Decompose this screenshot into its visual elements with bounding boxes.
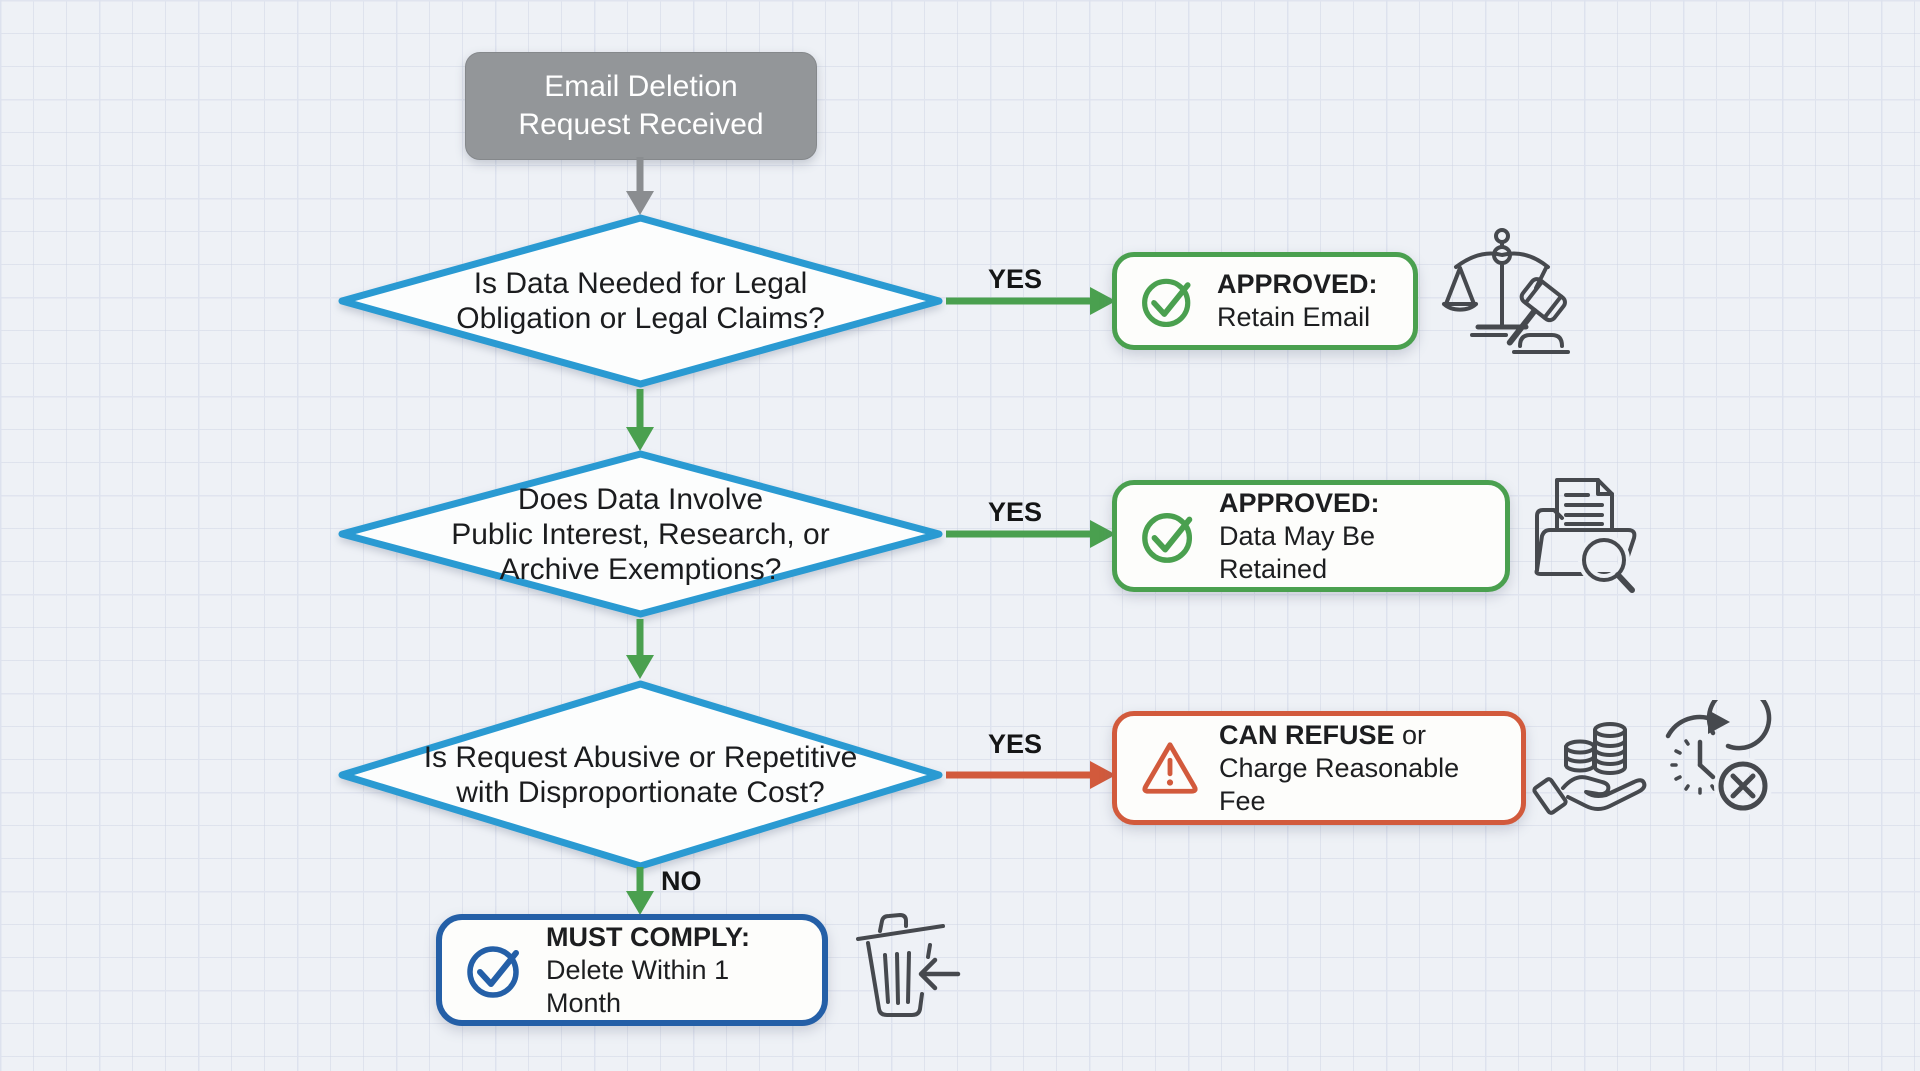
outcome-subtitle: Charge Reasonable Fee [1219, 752, 1460, 816]
outcome-title: APPROVED: [1217, 269, 1378, 299]
outcome-approved-retain-email: APPROVED: Retain Email [1112, 252, 1418, 350]
decision2-line2: Public Interest, Research, or [451, 517, 830, 551]
arrow-decision2-no-down [626, 619, 654, 679]
outcome-subtitle: Retain Email [1217, 302, 1371, 332]
decision3-line2: with Disproportionate Cost? [456, 776, 825, 809]
outcome-title: MUST COMPLY: [546, 921, 751, 952]
outcome-must-comply: MUST COMPLY: Delete Within 1 Month [436, 914, 828, 1026]
coins-hand-icon [1532, 722, 1647, 815]
check-circle-icon [1139, 505, 1201, 567]
start-node-line1: Email Deletion [544, 70, 738, 103]
decision-public-interest: Does Data Involve Public Interest, Resea… [338, 450, 943, 618]
trash-delete-icon [856, 913, 961, 1017]
start-node-line2: Request Received [518, 108, 764, 141]
outcome-subtitle: Delete Within 1 Month [546, 954, 730, 1018]
decision1-line1: Is Data Needed for Legal [473, 267, 808, 300]
decision-diamond-shape [338, 214, 943, 388]
outcome-title: CAN REFUSE or [1219, 719, 1427, 750]
decision-legal-obligation: Is Data Needed for Legal Obligation or L… [338, 214, 943, 388]
scales-gavel-icon [1442, 228, 1570, 354]
arrow-decision3-yes [946, 761, 1116, 789]
arrow-decision1-yes [946, 287, 1116, 315]
start-node: Email Deletion Request Received [465, 52, 817, 160]
outcome-title: APPROVED: [1219, 487, 1380, 518]
edge-label-yes-1: YES [987, 264, 1043, 294]
arrow-decision3-no-down [626, 867, 654, 915]
clock-deadline-icon [1665, 700, 1772, 815]
archive-search-icon [1534, 478, 1637, 593]
check-circle-icon [464, 938, 528, 1002]
decision-diamond-shape [338, 450, 943, 618]
decision1-line2: Obligation or Legal Claims? [456, 302, 825, 335]
decision2-line3: Archive Exemptions? [499, 552, 782, 586]
decision3-line1: Is Request Abusive or Repetitive [423, 741, 858, 774]
arrow-start-to-decision1 [626, 157, 654, 215]
edge-label-yes-2: YES [987, 497, 1043, 527]
outcome-can-refuse: CAN REFUSE or Charge Reasonable Fee [1112, 711, 1526, 825]
edge-label-no: NO [661, 866, 702, 896]
outcome-subtitle: Data May Be Retained [1219, 520, 1376, 584]
edge-label-yes-3: YES [987, 729, 1043, 759]
warning-triangle-icon [1139, 737, 1201, 799]
decision-abusive-request: Is Request Abusive or Repetitive with Di… [338, 680, 943, 870]
check-circle-icon [1139, 271, 1199, 331]
outcome-approved-data-retained: APPROVED: Data May Be Retained [1112, 480, 1510, 592]
decision-diamond-shape [338, 680, 943, 870]
arrow-decision1-no-down [626, 389, 654, 451]
arrow-decision2-yes [946, 520, 1116, 548]
decision2-line1: Does Data Involve [517, 482, 764, 516]
